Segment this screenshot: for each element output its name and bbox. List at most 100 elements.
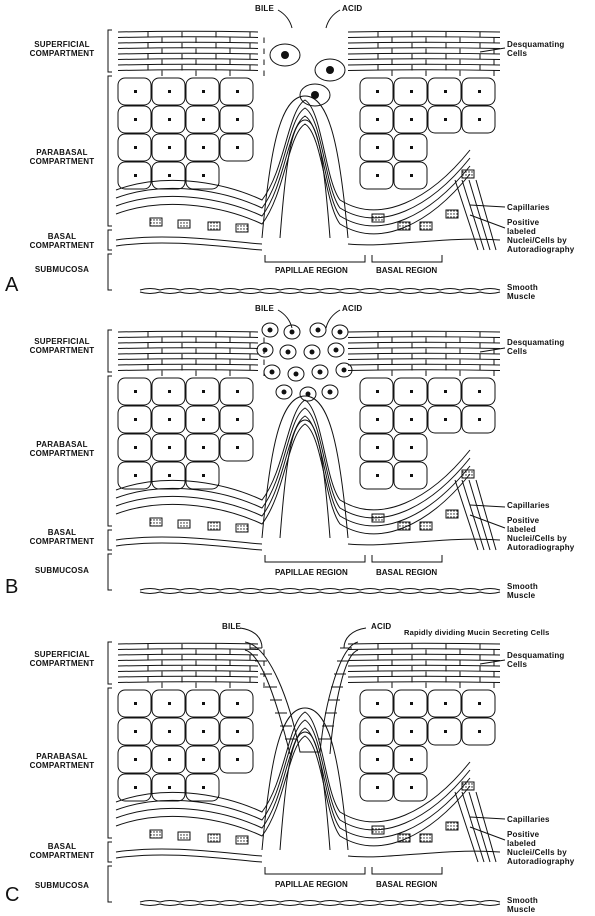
capillary <box>454 791 479 863</box>
capillary <box>468 791 491 863</box>
squamous-layer <box>117 63 259 66</box>
parabasal-cell <box>427 405 462 434</box>
papilla-arch <box>261 95 349 239</box>
parabasal-cell <box>117 745 152 774</box>
capillary <box>475 479 497 551</box>
mucin-cell-wall <box>244 649 359 755</box>
squamous-layer <box>347 648 501 650</box>
parabasal-cell <box>185 405 220 434</box>
cell-nucleus <box>168 174 171 177</box>
pointer-line <box>469 826 506 841</box>
cell-nucleus <box>168 90 171 93</box>
capillaries-label: Capillaries <box>507 815 550 824</box>
labeled-nucleus-cell <box>371 825 385 835</box>
parabasal-cell <box>359 161 394 190</box>
labeled-nucleus-cell <box>397 521 411 531</box>
parabasal-cell <box>185 77 220 106</box>
cell-nucleus <box>289 329 295 335</box>
parabasal-cell <box>151 133 186 162</box>
compartment-bracket <box>107 865 112 903</box>
squamous-layer <box>117 336 259 338</box>
desquamating-cell <box>314 58 346 82</box>
epithelium-drawing <box>107 9 506 294</box>
papillae-region-bracket <box>264 555 366 563</box>
pointer-line <box>469 504 506 508</box>
parabasal-cell <box>185 717 220 746</box>
cell-nucleus <box>134 786 137 789</box>
parabasal-cell <box>359 433 394 462</box>
cell-nucleus <box>376 474 379 477</box>
compartment-bracket <box>107 841 112 863</box>
labeled-nucleus-cell <box>445 821 459 831</box>
desquamating-cell <box>256 342 274 358</box>
cell-nucleus <box>478 730 481 733</box>
cell-nucleus <box>202 90 205 93</box>
pointer-line <box>469 514 506 529</box>
cell-nucleus <box>168 702 171 705</box>
basal-region-label: BASAL REGION <box>376 568 438 577</box>
pointer-line <box>469 214 506 229</box>
squamous-layer <box>117 664 259 667</box>
squamous-layer <box>347 63 501 66</box>
parabasal-cell <box>219 433 254 462</box>
parabasal-cell <box>219 105 254 134</box>
labeled-nucleus-cell <box>397 221 411 231</box>
parabasal-cell <box>461 689 496 718</box>
parabasal-cell <box>359 133 394 162</box>
smooth-muscle-line <box>139 900 501 903</box>
cell-nucleus <box>236 702 239 705</box>
cell-nucleus <box>202 786 205 789</box>
cell-nucleus <box>134 758 137 761</box>
cell-nucleus <box>262 347 268 353</box>
bile-label: BILE <box>222 622 242 631</box>
parabasal-cell <box>393 717 428 746</box>
desquamating-cell <box>269 43 301 67</box>
squamous-layer <box>347 358 501 360</box>
basal-region-bracket <box>371 867 443 875</box>
cell-nucleus <box>444 390 447 393</box>
squamous-layer <box>117 352 259 355</box>
papilla-arch <box>261 707 349 851</box>
cell-nucleus <box>202 146 205 149</box>
cell-nucleus <box>410 758 413 761</box>
cell-nucleus <box>202 118 205 121</box>
squamous-layer <box>117 648 259 650</box>
papilla-arch <box>279 731 331 851</box>
cell-nucleus <box>202 758 205 761</box>
capillary <box>454 179 479 251</box>
parabasal-cell <box>461 105 496 134</box>
basement-line <box>347 538 501 546</box>
basement-line <box>115 242 263 251</box>
squamous-layer <box>347 664 501 667</box>
parabasal-cell <box>117 461 152 490</box>
squamous-layer <box>347 681 501 683</box>
submucosa-label: SUBMUCOSA <box>34 265 90 274</box>
squamous-layer <box>347 670 501 672</box>
cell-nucleus <box>410 390 413 393</box>
parabasal-cell <box>185 433 220 462</box>
cell-nucleus <box>376 758 379 761</box>
cell-nucleus <box>327 389 333 395</box>
cell-nucleus <box>134 474 137 477</box>
parabasal-cell <box>427 377 462 406</box>
desquamating-cell <box>309 322 327 338</box>
basal-layer-curve <box>115 123 471 235</box>
cell-nucleus <box>236 758 239 761</box>
desquamating-cell <box>335 362 353 378</box>
cell-nucleus <box>202 730 205 733</box>
parabasal-cell <box>185 773 220 802</box>
basal-layer-curve <box>115 719 471 831</box>
squamous-layer <box>347 653 501 656</box>
basement-line <box>115 536 263 545</box>
labeled-nucleus-cell <box>371 513 385 523</box>
pointer-line <box>479 659 506 665</box>
basal-layer-curve <box>115 115 471 227</box>
cell-nucleus <box>444 702 447 705</box>
parabasal-cell <box>151 105 186 134</box>
parabasal-cell <box>151 461 186 490</box>
parabasal-cell <box>393 405 428 434</box>
labeled-nucleus-cell <box>461 469 475 479</box>
